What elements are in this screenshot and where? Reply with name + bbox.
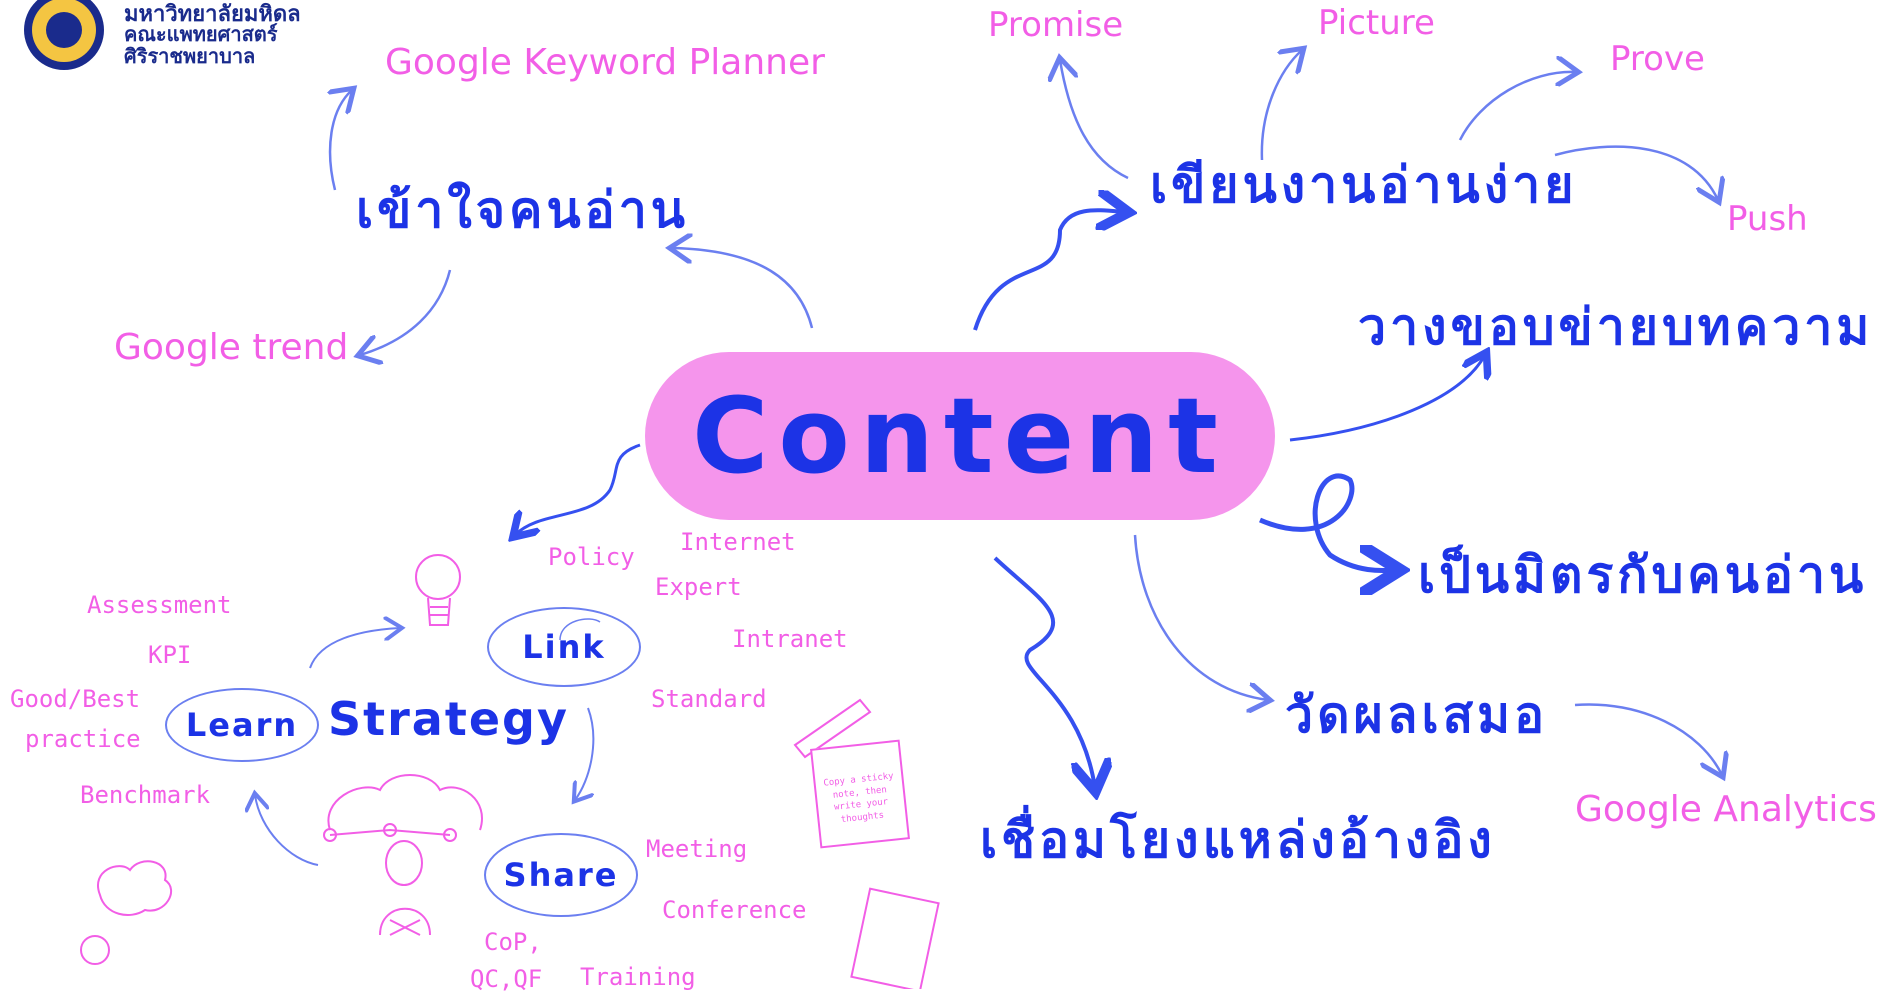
arrow-to-link-refs	[993, 556, 1095, 788]
learn-item-good-best: Good/Best	[10, 685, 141, 713]
label-google-trend: Google trend	[114, 327, 349, 368]
branch-friend-reader: เป็นมิตรกับคนอ่าน	[1418, 546, 1868, 604]
share-item-conference: Conference	[662, 896, 807, 924]
link-item-standard: Standard	[651, 685, 767, 713]
arrow-to-scope	[1289, 355, 1485, 442]
branch-understand-reader: เข้าใจคนอ่าน	[356, 181, 689, 239]
arrow-to-understand	[672, 248, 814, 329]
learn-item-assessment: Assessment	[87, 591, 232, 619]
arrow-to-promise	[1060, 60, 1129, 180]
institution-name: มหาวิทยาลัยมหิดล	[124, 2, 301, 27]
learn-item-kpi: KPI	[148, 641, 192, 669]
link-item-expert: Expert	[655, 573, 742, 601]
central-node: Content	[645, 352, 1275, 520]
link-item-internet: Internet	[680, 528, 796, 556]
pencil-icon	[793, 698, 872, 759]
arrow-learn-to-bulb	[309, 628, 400, 669]
sticky-note: Copy a sticky note, then write your thou…	[810, 739, 910, 849]
share-item-meeting: Meeting	[646, 835, 748, 863]
branch-scope: วางขอบข่ายบทความ	[1358, 298, 1874, 356]
arrow-to-strategy	[515, 443, 641, 535]
strategy-title: Strategy	[328, 692, 569, 746]
branch-link-references: เชื่อมโยงแหล่งอ้างอิง	[980, 811, 1496, 869]
share-item-training: Training	[580, 963, 696, 991]
label-picture: Picture	[1318, 3, 1435, 43]
label-push: Push	[1727, 199, 1808, 239]
arrow-share-to-learn	[255, 795, 319, 866]
arrow-to-analytics	[1574, 703, 1722, 775]
thinking-person-icon	[379, 840, 431, 936]
branch-measure: วัดผลเสมอ	[1285, 686, 1549, 744]
university-seal-icon	[24, 0, 104, 70]
arrow-to-prove	[1458, 72, 1576, 141]
share-label: Share	[503, 856, 619, 894]
learn-ring: Learn	[165, 688, 319, 762]
share-item-qc-qf: QC,QF	[470, 965, 543, 993]
link-ring: Link	[487, 607, 641, 687]
thought-cloud-icon	[80, 860, 172, 965]
link-item-intranet: Intranet	[732, 625, 848, 653]
share-ring: Share	[484, 833, 638, 917]
central-node-label: Content	[692, 375, 1228, 497]
arrow-link-to-share	[575, 707, 595, 800]
faculty-name: คณะแพทยศาสตร์	[124, 22, 278, 46]
lightbulb-icon	[415, 554, 461, 626]
share-item-cop: CoP,	[484, 928, 542, 956]
hospital-name: ศิริราชพยาบาล	[124, 44, 256, 68]
label-promise: Promise	[988, 5, 1124, 45]
learn-item-practice: practice	[25, 725, 141, 753]
link-item-policy: Policy	[548, 543, 635, 571]
label-keyword-planner: Google Keyword Planner	[385, 42, 825, 83]
arrow-to-picture	[1260, 50, 1302, 161]
notebook-icon	[850, 887, 940, 989]
arrow-to-trend	[360, 269, 452, 355]
branch-easy-writing: เขียนงานอ่านง่าย	[1150, 156, 1578, 214]
arrow-to-friend	[1259, 473, 1395, 571]
arrow-to-push	[1554, 145, 1718, 200]
label-google-analytics: Google Analytics	[1575, 789, 1877, 830]
label-prove: Prove	[1610, 39, 1705, 79]
arrow-to-measure	[1133, 534, 1268, 700]
brain-network-icon	[323, 774, 483, 842]
arrow-to-keyword	[330, 90, 352, 191]
learn-item-benchmark: Benchmark	[80, 781, 211, 809]
link-label: Link	[522, 628, 606, 666]
arrow-to-easy-writing	[973, 210, 1125, 331]
learn-label: Learn	[185, 706, 299, 744]
